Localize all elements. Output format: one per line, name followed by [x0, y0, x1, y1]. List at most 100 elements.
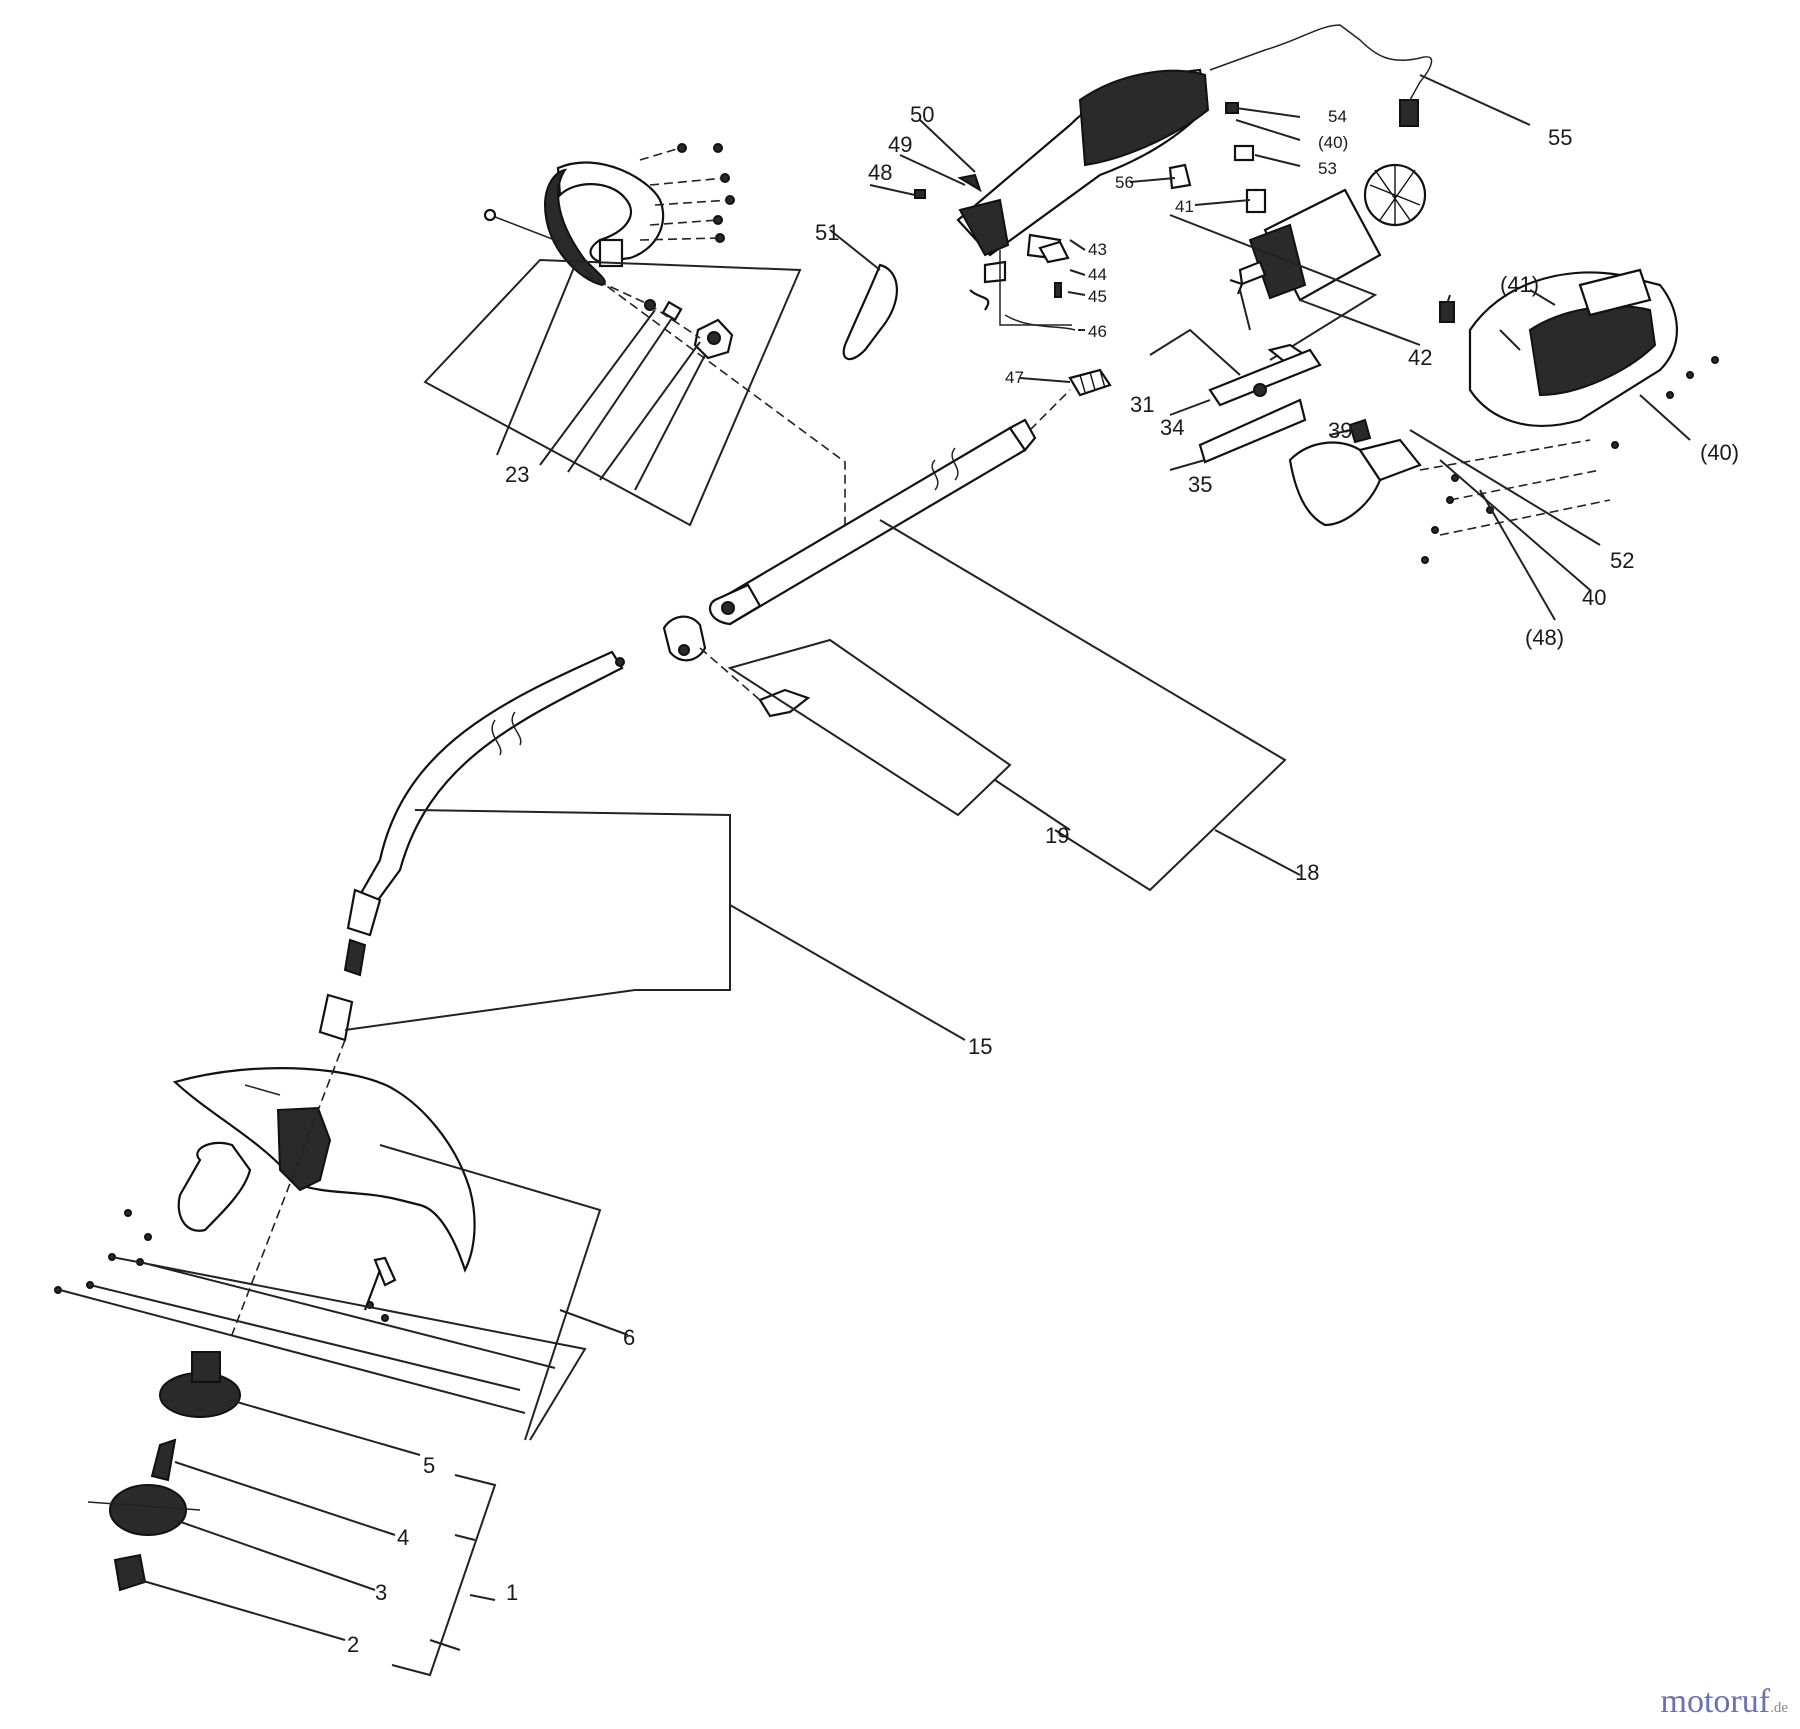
housing-half-b: [1288, 441, 1382, 527]
label-part-42: 42: [1408, 345, 1432, 370]
upper-shaft-pin: [721, 601, 735, 615]
rotation-arrow: [244, 1084, 281, 1096]
part-51-terminal: [1233, 144, 1255, 162]
label-part-43: 43: [1088, 240, 1107, 259]
handle-knob-guide: [584, 274, 701, 339]
part-40-55-leaders: [1409, 329, 1691, 621]
housing-vents: [1528, 305, 1657, 397]
part-23-leaders: [496, 264, 706, 491]
spool-head-assembly: [87, 1351, 497, 1677]
part-15-bracket: [344, 809, 731, 1031]
label-part-6: 6: [623, 1325, 635, 1350]
part-44-wire-set: [969, 260, 1007, 311]
part-1-bracket: [391, 1474, 497, 1677]
label-part-55: 52: [1610, 548, 1634, 573]
part-6-bracket: [379, 1144, 602, 1441]
part-34-clamp: [1208, 348, 1322, 407]
watermark-main: motoruf: [1660, 1683, 1771, 1720]
coupler-hole: [678, 644, 690, 656]
part-19-bracket: [727, 638, 1012, 817]
motor-guide-lines: [1169, 214, 1378, 361]
guard-screws: [54, 1209, 389, 1322]
motor-end-cap: [1248, 223, 1307, 300]
part-39-screw: [1348, 418, 1372, 444]
label-part-31: 31: [1130, 392, 1154, 417]
power-cord: [1209, 24, 1433, 101]
fitting-leaders: [1019, 328, 1351, 471]
auxiliary-handle-assembly: [423, 143, 846, 540]
curved-shaft-pin: [615, 657, 625, 667]
label-part-46: 46: [1088, 322, 1107, 341]
label-part-1: 1: [506, 1580, 518, 1605]
head-axis-guide: [229, 1039, 346, 1341]
label-part-35: 35: [1188, 472, 1212, 497]
part-41-plate-b: [1439, 301, 1455, 323]
plug: [1399, 99, 1419, 127]
curved-shaft-break: [491, 711, 522, 756]
label-part-15: 15: [968, 1034, 992, 1059]
upper-shaft-tube: [713, 426, 1027, 626]
label-part-54: 51: [815, 220, 839, 245]
label-part-41-paren: (41): [1500, 272, 1539, 297]
label-part-53: 55: [1548, 125, 1572, 150]
spring-guide: [1029, 389, 1071, 431]
label-part-4: 4: [397, 1525, 409, 1550]
part-6-leaders: [59, 1256, 587, 1441]
label-part-34: 34: [1160, 415, 1184, 440]
part-35-plate: [1198, 398, 1307, 464]
spring: [150, 1438, 177, 1482]
watermark-logo: motoruf.de: [1661, 1683, 1788, 1721]
handle-mount-guide: [584, 269, 846, 540]
cable-strap-loop: [842, 263, 898, 361]
label-part-40: 40: [1582, 585, 1606, 610]
upper-shaft-end: [708, 583, 762, 626]
part-54-leader: [829, 229, 881, 271]
label-part-51: 53: [1318, 159, 1337, 178]
motor-assembly: [1169, 163, 1427, 361]
label-part-50: 50: [910, 102, 934, 127]
label-part-44: 44: [1088, 265, 1107, 284]
motor-fan-blades: [1369, 165, 1421, 225]
part-46-wire: [1004, 314, 1076, 331]
label-part-18: 18: [1295, 860, 1319, 885]
handle-knob-hole: [707, 331, 721, 345]
watermark-tld: .de: [1770, 1700, 1788, 1716]
label-part-2: 2: [347, 1632, 359, 1657]
lower-curved-shaft: [318, 650, 966, 1042]
part-53-leader: [1419, 74, 1531, 126]
spool-cover-hub: [191, 1351, 221, 1383]
small-part-leaders: [1067, 107, 1301, 331]
motor-housing: [1288, 268, 1719, 621]
label-part-49: 49: [888, 132, 912, 157]
label-part-23: 23: [505, 462, 529, 487]
curved-shaft-tube: [358, 650, 624, 902]
part-56-bracket: [1168, 163, 1192, 190]
label-part-45: 45: [1088, 287, 1107, 306]
housing-top: [1578, 268, 1652, 317]
part-18-leaders: [879, 519, 1301, 892]
coupler-knob-guide: [699, 647, 761, 701]
part-6-leader: [559, 1309, 629, 1336]
handle-screw-guides: [639, 147, 731, 241]
parts-48-50-leaders: [869, 119, 976, 196]
motor-shaft: [1229, 260, 1267, 295]
drive-adapter: [318, 993, 354, 1042]
label-part-40-paren-top: (40): [1318, 133, 1348, 152]
part-1-5-leaders: [139, 1399, 421, 1641]
part-45-bracket: [999, 250, 1072, 326]
label-part-3: 3: [375, 1580, 387, 1605]
part-19-leader: [994, 779, 1071, 831]
bump-knob: [113, 1553, 147, 1592]
spool: [109, 1484, 187, 1536]
handle-spacer: [661, 300, 683, 322]
shaft-collar: [346, 888, 382, 937]
trimmer-line: [87, 1501, 201, 1511]
housing-mount-plate: [1358, 438, 1422, 482]
housing-screw-guides: [1419, 439, 1611, 536]
handle-bolt: [489, 214, 561, 243]
label-part-19: 19: [1045, 823, 1069, 848]
label-part-41: 41: [1175, 197, 1194, 216]
part-49-screw: [957, 173, 982, 193]
part-23-bracket: [423, 258, 802, 527]
